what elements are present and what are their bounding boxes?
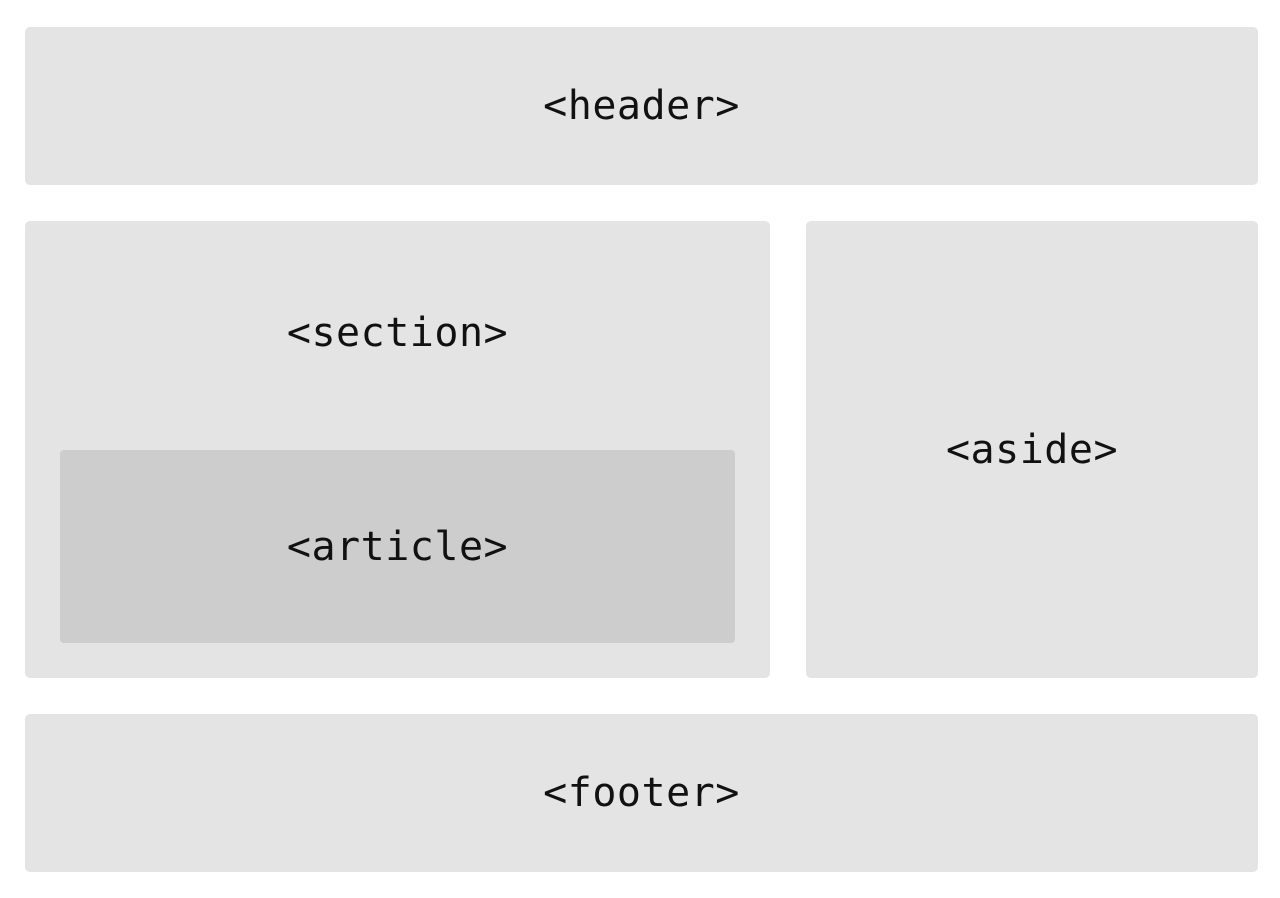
article-label: <article> — [286, 523, 509, 570]
section-block: <section> <article> — [25, 221, 770, 678]
aside-label: <aside> — [945, 426, 1119, 473]
article-block: <article> — [60, 450, 735, 643]
footer-block: <footer> — [25, 714, 1258, 872]
header-label: <header> — [543, 83, 740, 129]
footer-label: <footer> — [543, 770, 740, 816]
aside-block: <aside> — [806, 221, 1258, 678]
section-label: <section> — [286, 310, 509, 356]
header-block: <header> — [25, 27, 1258, 185]
